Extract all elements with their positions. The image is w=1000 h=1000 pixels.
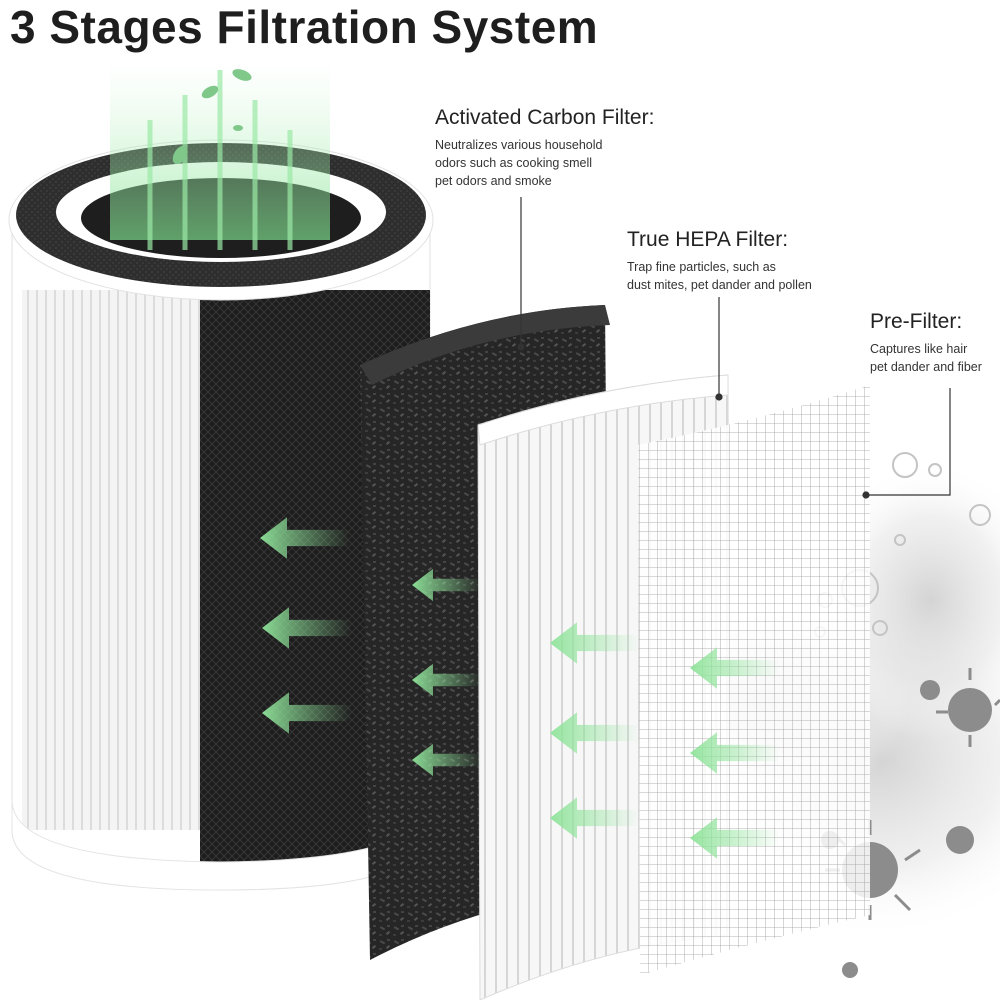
hepa-filter-label: True HEPA Filter: Trap fine particles, s… bbox=[627, 228, 812, 294]
carbon-filter-description: Neutralizes various household odors such… bbox=[435, 136, 654, 190]
description-line: Trap fine particles, such as bbox=[627, 260, 776, 274]
description-line: pet dander and fiber bbox=[870, 360, 982, 374]
pre-filter-label: Pre-Filter: Captures like hair pet dande… bbox=[870, 310, 982, 376]
description-line: Captures like hair bbox=[870, 342, 968, 356]
page-title: 3 Stages Filtration System bbox=[10, 1, 599, 53]
description-line: odors such as cooking smell bbox=[435, 156, 593, 170]
description-line: dust mites, pet dander and pollen bbox=[627, 278, 812, 292]
pre-filter-layer bbox=[638, 385, 870, 975]
pre-filter-description: Captures like hair pet dander and fiber bbox=[870, 340, 982, 376]
hepa-filter-title: True HEPA Filter: bbox=[627, 228, 789, 251]
carbon-filter-title: Activated Carbon Filter: bbox=[435, 106, 655, 129]
description-line: Neutralizes various household bbox=[435, 138, 603, 152]
carbon-filter-label: Activated Carbon Filter: Neutralizes var… bbox=[435, 106, 654, 190]
pre-filter-title: Pre-Filter: bbox=[870, 310, 963, 333]
leader-lines bbox=[517, 197, 951, 499]
description-line: pet odors and smoke bbox=[435, 174, 552, 188]
cylinder-filter bbox=[8, 60, 434, 891]
hepa-filter-description: Trap fine particles, such as dust mites,… bbox=[627, 258, 812, 294]
